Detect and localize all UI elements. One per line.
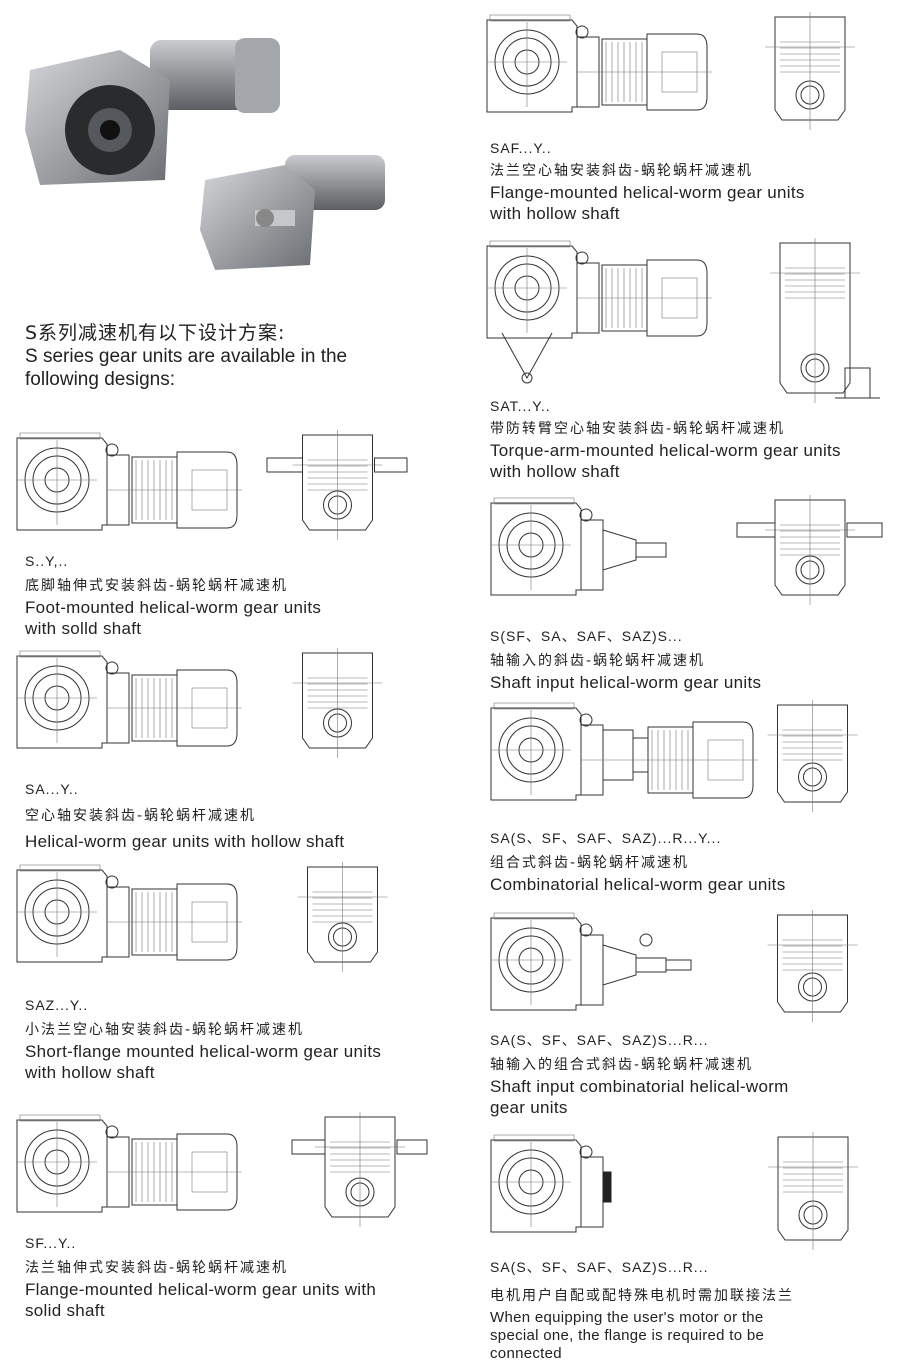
drawing-saf-side-view <box>486 14 712 113</box>
design-code: SA(S、SF、SAF、SAZ)...R...Y... <box>490 830 722 846</box>
design-name-en-cont: solid shaft <box>25 1301 105 1320</box>
drawing-combinatorial-side-view <box>490 702 758 801</box>
design-name-cn: 空心轴安装斜齿-蜗轮蜗杆减速机 <box>25 808 257 824</box>
design-name-cn: 组合式斜齿-蜗轮蜗杆减速机 <box>490 855 690 871</box>
intro-heading-cn: S系列减速机有以下设计方案: <box>25 322 286 344</box>
design-combinatorial: SA(S、SF、SAF、SAZ)...R...Y... 组合式斜齿-蜗轮蜗杆减速… <box>490 828 786 895</box>
design-sf: SF...Y.. 法兰轴伸式安装斜齿-蜗轮蜗杆减速机 Flange-mounte… <box>25 1235 376 1321</box>
design-shaft-input-combinatorial: SA(S、SF、SAF、SAZ)S...R... 轴输入的组合式斜齿-蜗轮蜗杆减… <box>490 1030 789 1118</box>
design-s: S..Y,.. 底脚轴伸式安装斜齿-蜗轮蜗杆减速机 Foot-mounted h… <box>25 553 321 639</box>
design-name-en: Short-flange mounted helical-worm gear u… <box>25 1042 382 1061</box>
design-code: SA...Y.. <box>25 781 79 797</box>
design-sa: SA...Y.. 空心轴安装斜齿-蜗轮蜗杆减速机 Helical-worm ge… <box>25 781 344 852</box>
design-name-en-cont: with hollow shaft <box>490 204 620 223</box>
intro-heading-en-line2: following designs: <box>25 369 175 390</box>
design-code: SAF...Y.. <box>490 140 552 156</box>
design-name-en: Helical-worm gear units with hollow shaf… <box>25 832 345 851</box>
design-name-en: Combinatorial helical-worm gear units <box>490 875 786 894</box>
design-name-en-cont: gear units <box>490 1098 568 1117</box>
drawing-saf-end-view <box>765 12 855 130</box>
intro-heading-en: S series gear units are available in the… <box>25 345 347 391</box>
product-photo-large-gear-unit <box>25 38 280 185</box>
design-name-en: Shaft input helical-worm gear units <box>490 673 762 692</box>
drawing-sf-end-view <box>291 1112 428 1227</box>
drawing-s-side-view <box>16 432 242 531</box>
design-code: SAT...Y.. <box>490 398 551 414</box>
intro-heading-en-line1: S series gear units are available in the <box>25 346 348 367</box>
design-code: SAZ...Y.. <box>25 997 89 1013</box>
design-code: SF...Y.. <box>25 1235 77 1251</box>
design-saf: SAF...Y.. 法兰空心轴安装斜齿-蜗轮蜗杆减速机 Flange-mount… <box>490 140 805 224</box>
design-name-en: When equipping the user's motor or the <box>490 1309 764 1326</box>
design-name-en: Flange-mounted helical-worm gear units <box>490 183 805 202</box>
design-user-motor-flange: SA(S、SF、SAF、SAZ)S...R... 电机用户自配或配特殊电机时需加… <box>490 1257 794 1363</box>
design-name-en-cont: with hollow shaft <box>490 462 620 481</box>
drawing-s-end-view <box>266 430 408 540</box>
drawing-saz-end-view <box>297 862 388 972</box>
drawing-shaft-input-side-view <box>490 497 667 596</box>
drawing-sat-end-view <box>770 238 880 403</box>
product-photo-small-gear-unit <box>200 155 385 270</box>
design-code: S..Y,.. <box>25 553 69 569</box>
design-name-en: Flange-mounted helical-worm gear units w… <box>25 1280 377 1299</box>
design-name-en-cont: special one, the flange is required to b… <box>490 1327 765 1344</box>
design-name-en: Foot-mounted helical-worm gear units <box>25 598 322 617</box>
drawing-shaft-input-combinatorial-side-view <box>490 912 692 1011</box>
design-name-cn: 小法兰空心轴安装斜齿-蜗轮蜗杆减速机 <box>25 1022 305 1038</box>
design-name-en-cont: with hollow shaft <box>25 1063 155 1082</box>
design-name-cn: 法兰空心轴安装斜齿-蜗轮蜗杆减速机 <box>490 163 754 179</box>
design-name-cn: 电机用户自配或配特殊电机时需加联接法兰 <box>490 1288 794 1304</box>
drawing-sf-side-view <box>16 1114 242 1213</box>
drawing-combinatorial-end-view <box>767 700 858 812</box>
design-saz: SAZ...Y.. 小法兰空心轴安装斜齿-蜗轮蜗杆减速机 Short-flang… <box>25 997 381 1083</box>
design-name-cn: 底脚轴伸式安装斜齿-蜗轮蜗杆减速机 <box>25 578 289 594</box>
design-name-cn: 轴输入的组合式斜齿-蜗轮蜗杆减速机 <box>490 1057 754 1073</box>
drawing-sa-side-view <box>16 650 242 749</box>
design-name-en-cont2: connected <box>490 1345 562 1362</box>
drawing-shaft-input-end-view <box>736 495 883 605</box>
design-shaft-input: S(SF、SA、SAF、SAZ)S... 轴输入的斜齿-蜗轮蜗杆减速机 Shaf… <box>490 626 761 693</box>
design-code: SA(S、SF、SAF、SAZ)S...R... <box>490 1032 709 1048</box>
drawing-sat-side-view <box>486 240 712 384</box>
design-name-en-cont: with solld shaft <box>25 619 142 638</box>
drawing-shaft-input-combinatorial-end-view <box>767 910 858 1022</box>
design-code: SA(S、SF、SAF、SAZ)S...R... <box>490 1259 709 1275</box>
drawing-user-motor-side-view <box>490 1134 612 1233</box>
drawing-user-motor-end-view <box>768 1132 858 1250</box>
design-sat: SAT...Y.. 带防转臂空心轴安装斜齿-蜗轮蜗杆减速机 Torque-arm… <box>490 398 841 482</box>
drawing-saz-side-view <box>16 864 242 963</box>
design-name-cn: 法兰轴伸式安装斜齿-蜗轮蜗杆减速机 <box>25 1260 289 1276</box>
drawing-sa-end-view <box>292 648 383 758</box>
design-code: S(SF、SA、SAF、SAZ)S... <box>490 628 683 644</box>
design-name-cn: 带防转臂空心轴安装斜齿-蜗轮蜗杆减速机 <box>490 421 786 437</box>
design-name-en: Torque-arm-mounted helical-worm gear uni… <box>490 441 841 460</box>
design-name-cn: 轴输入的斜齿-蜗轮蜗杆减速机 <box>490 653 706 669</box>
design-name-en: Shaft input combinatorial helical-worm <box>490 1077 789 1096</box>
